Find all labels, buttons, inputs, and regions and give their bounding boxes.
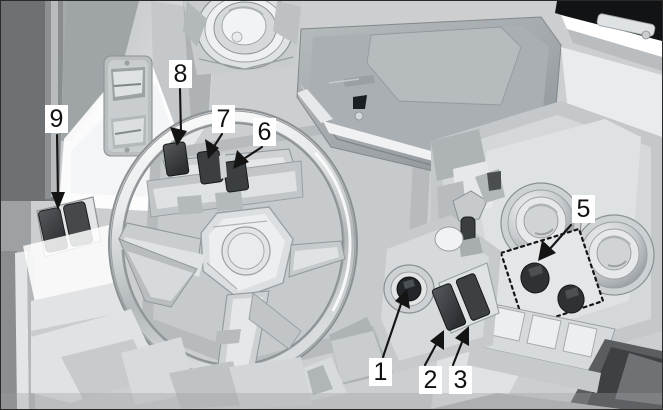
- callout-label-2: 2: [419, 366, 442, 394]
- right-dash-mass: [431, 101, 662, 409]
- callout-label-5: 5: [572, 195, 595, 223]
- steering-wheel-switch-bank[interactable]: [162, 141, 250, 193]
- callout-label-9: 9: [45, 105, 68, 133]
- callout-label-1: 1: [369, 358, 392, 386]
- callout-label-3: 3: [449, 366, 472, 394]
- steering-wheel-switch-left: [162, 141, 190, 177]
- callout-label-7: 7: [212, 105, 235, 133]
- door-grab-handle: [103, 55, 153, 157]
- lower-left-foreground: [1, 309, 662, 409]
- round-air-vent-top: [183, 1, 301, 75]
- dotted-outline-knob-panel[interactable]: [499, 227, 605, 329]
- lower-switch-strip[interactable]: [470, 300, 616, 376]
- callout-arrows: [51, 87, 573, 367]
- callout-label-6: 6: [253, 118, 276, 146]
- callout-label-8: 8: [169, 60, 192, 88]
- rocker-switch-pair[interactable]: [431, 262, 500, 334]
- steering-column-stalk[interactable]: [434, 169, 505, 257]
